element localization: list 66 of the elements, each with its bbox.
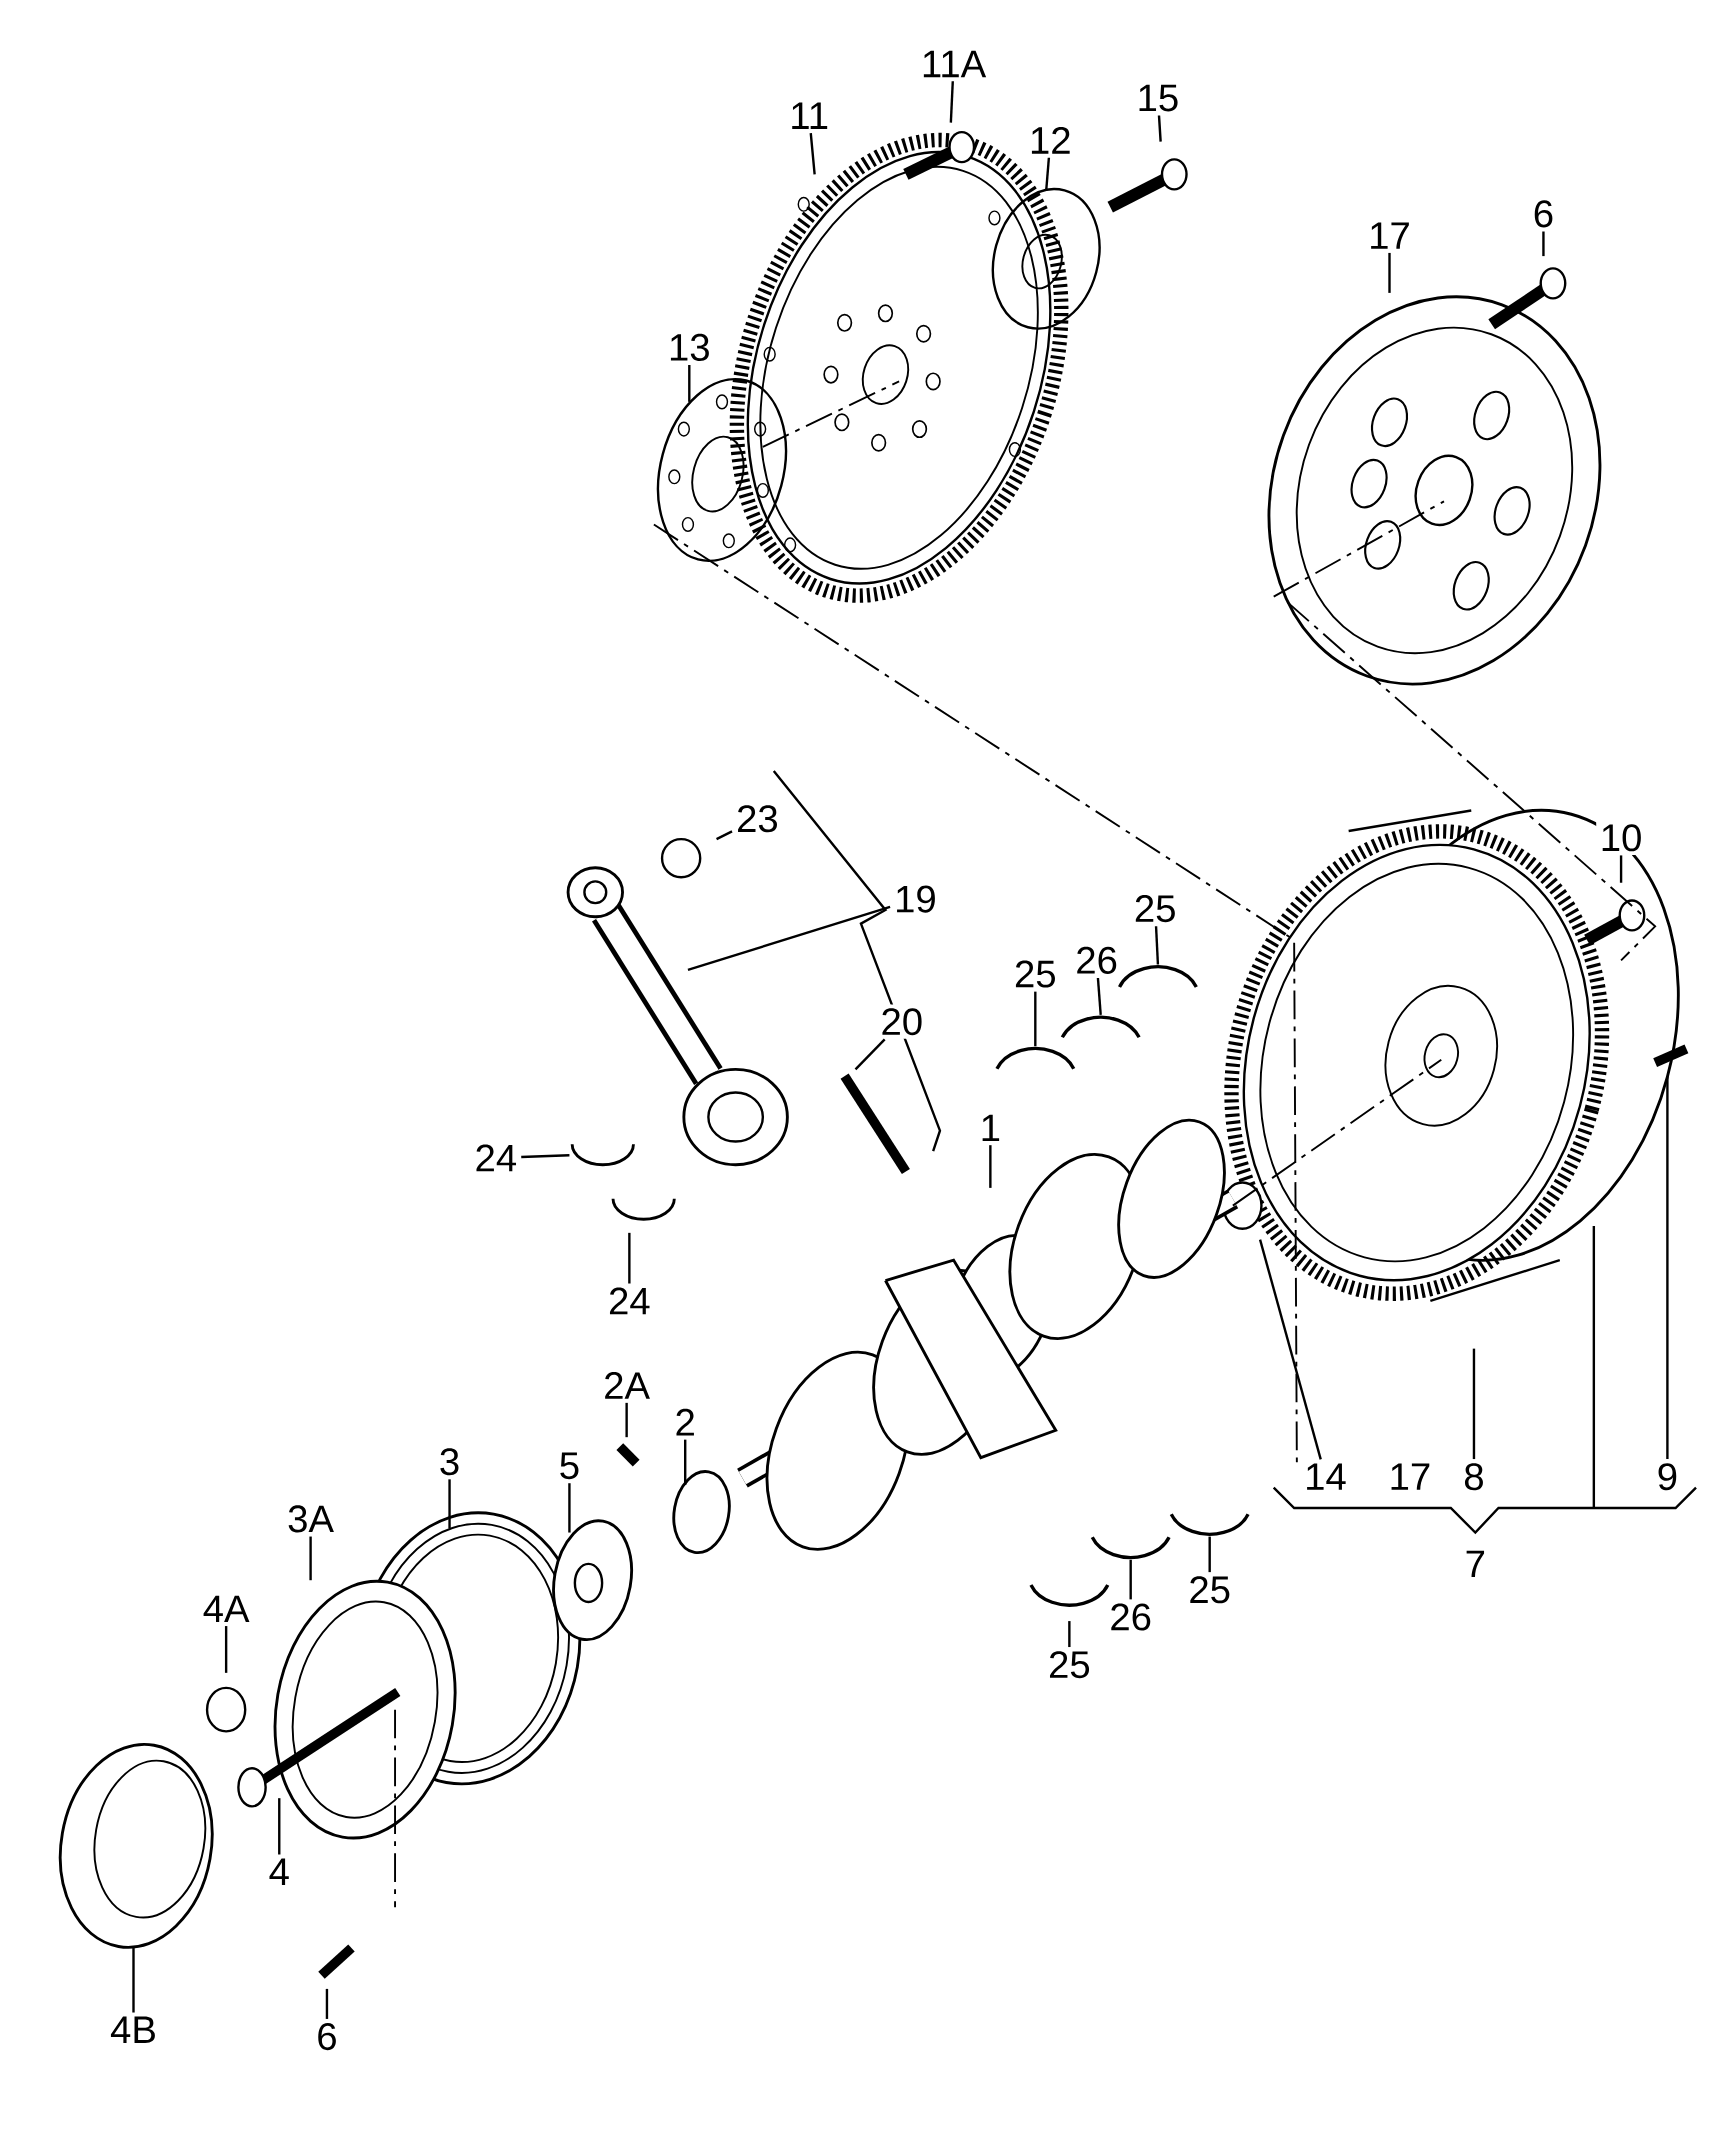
leader-line [568,1483,571,1533]
leader-line [1666,1076,1669,1460]
leader-line [687,365,691,402]
leader-line [854,1038,886,1071]
callout-number: 24 [604,1284,655,1318]
callout-number: 25 [1130,891,1180,926]
callout-number: 9 [1652,1459,1682,1494]
leader-line [277,1798,281,1855]
leader-line [1208,1536,1211,1573]
leader-line [1067,1621,1071,1648]
leader-line [687,905,891,972]
leader-line [1096,977,1102,1015]
callout-number: 3 [435,1444,464,1479]
callout-number: 2 [670,1405,700,1440]
callout-number: 24 [470,1140,521,1175]
callout-number: 17 [1391,1463,1430,1490]
leader-line [1033,991,1037,1047]
leader-line [1258,1239,1322,1460]
leader-line [1129,1559,1132,1600]
leader-line [448,1479,451,1529]
callout-number: 11 [785,99,833,133]
callout-number: 12 [1025,123,1075,158]
leader-line [1157,115,1162,142]
leader-line [1154,926,1159,965]
callout-number: 3A [283,1501,338,1537]
callout-number: 11A [917,47,990,81]
callout-number: 5 [555,1448,584,1483]
callout-number: 17 [1364,218,1415,253]
leader-line [625,1402,628,1438]
callout-number: 26 [1105,1599,1156,1635]
callout-number: 14 [1300,1459,1351,1494]
leader-line [1619,855,1623,883]
leader-line [132,1948,135,2013]
leader-line [809,132,816,175]
callout-number: 4B [106,2013,161,2047]
callout-number: 6 [312,2019,341,2054]
leader-line [683,1439,687,1485]
leader-line [1542,231,1545,257]
callout-number: 23 [732,801,783,836]
callout-number: 6 [1529,196,1558,231]
callout-number: 25 [1184,1572,1235,1607]
callout-number: 7 [1466,1550,1484,1578]
callout-number: 4 [264,1854,294,1889]
leader-line [1388,252,1391,293]
leader-line [224,1626,228,1673]
leader-line [309,1536,312,1581]
leader-line [1044,157,1050,191]
leader-line [521,1154,570,1159]
leader-line [627,1232,631,1284]
callout-number: 20 [876,1004,927,1039]
leader-line [1472,1348,1475,1460]
callout-number: 19 [890,881,941,917]
leader-line [715,830,733,841]
leader-line [325,1988,328,2019]
callout-number: 15 [1132,81,1183,116]
callout-number: 10 [1596,820,1646,855]
leader-line [988,1145,992,1188]
callout-number: 13 [664,330,714,365]
callout-number: 26 [1071,943,1122,978]
leader-line [949,81,954,123]
callout-number: 1 [975,1111,1005,1145]
callout-number: 25 [1010,956,1060,992]
callout-number: 4A [198,1592,253,1626]
callout-number: 2A [599,1368,654,1403]
callout-number: 25 [1044,1647,1095,1682]
callout-number: 8 [1459,1459,1488,1494]
